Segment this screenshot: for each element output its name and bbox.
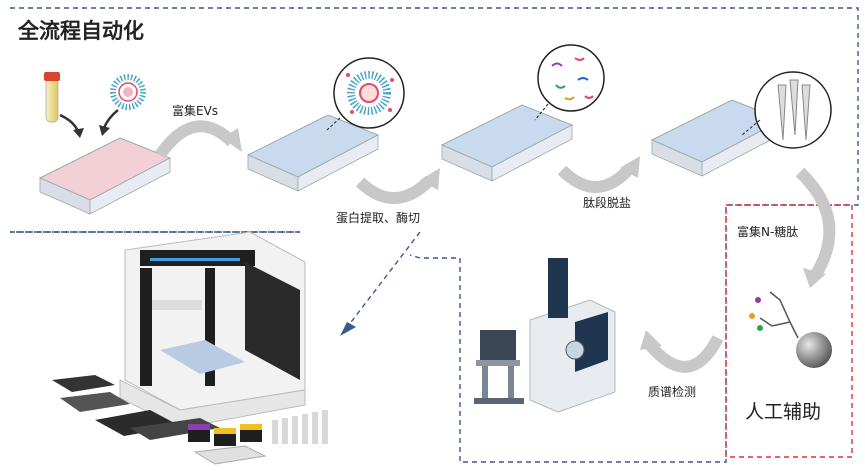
liquid-handler-icon [119,231,306,429]
sample-tube-icon [44,72,60,123]
manual-frame [725,204,853,458]
accessories-icon [52,375,328,465]
plate-blue-1-icon [246,114,380,192]
glycopeptide-bead-icon [749,291,832,368]
arrow-digest-icon [355,168,440,204]
plate-blue-2-icon [440,104,574,182]
ev-arrow-icon [102,109,119,129]
tube-arrowhead [73,128,84,138]
step-label-desalt: 肽段脱盐 [583,195,631,210]
arrow-ms-icon [640,330,724,373]
step-label-enrich-glyco: 富集N-糖肽 [737,224,798,239]
ev-zoom-icon [326,57,405,131]
peptide-zoom-icon [534,44,605,121]
plate-blue-3-icon [650,99,784,177]
step-label-enrich-evs: 富集EVs [172,103,218,118]
mass-spectrometer-icon [474,258,616,413]
arrow-enrich-glyco-icon [795,167,836,288]
plate-pink-icon [38,137,172,215]
ev-particle-icon [110,74,146,110]
step-label-digest: 蛋白提取、酶切 [336,210,420,225]
manual-assist-label: 人工辅助 [745,401,821,423]
tips-zoom-icon [741,71,832,149]
arrow-enrich-evs-icon [155,120,242,159]
ev-arrowhead [99,125,110,136]
step-label-ms: 质谱检测 [648,384,696,399]
tube-arrow-icon [59,113,80,133]
automation-frame [10,7,859,463]
arrow-desalt-icon [557,156,640,193]
instrument-connector-line [344,231,421,331]
instrument-connector-arrowhead [340,322,356,336]
diagram-title: 全流程自动化 [17,19,144,43]
